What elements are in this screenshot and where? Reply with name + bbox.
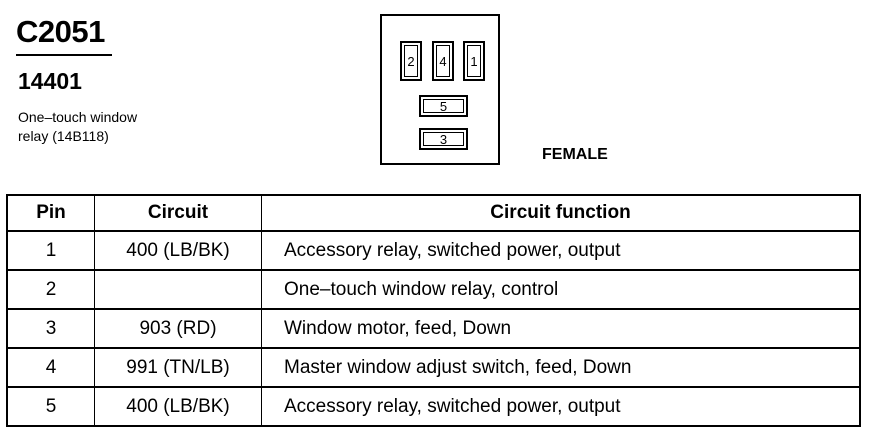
pin-cavity-3: 3: [419, 128, 468, 150]
cell-pin: 2: [6, 269, 95, 310]
connector-face-diagram: 2 4 1 5 3: [380, 14, 500, 165]
header-pin: Pin: [6, 194, 95, 232]
description-line-1: One–touch window: [18, 109, 138, 125]
header-function: Circuit function: [261, 194, 861, 232]
cell-function: One–touch window relay, control: [261, 269, 861, 310]
pin-label-2: 2: [407, 53, 415, 69]
connector-id: C2051: [16, 14, 105, 49]
part-number: 14401: [18, 68, 82, 94]
cell-circuit: 991 (TN/LB): [94, 347, 262, 388]
table-row: 2 One–touch window relay, control: [6, 269, 861, 310]
connector-description: One–touch window relay (14B118): [18, 108, 188, 146]
pin-label-1: 1: [470, 53, 478, 69]
table-row: 1 400 (LB/BK) Accessory relay, switched …: [6, 230, 861, 271]
cell-circuit: 400 (LB/BK): [94, 386, 262, 427]
cell-circuit: 903 (RD): [94, 308, 262, 349]
pinout-table: Pin Circuit Circuit function 1 400 (LB/B…: [6, 194, 861, 427]
table-row: 5 400 (LB/BK) Accessory relay, switched …: [6, 386, 861, 427]
title-underline: [16, 54, 112, 56]
header-circuit: Circuit: [94, 194, 262, 232]
pin-cavity-2: 2: [400, 41, 422, 81]
pin-label-4: 4: [439, 53, 447, 69]
pin-cavity-1: 1: [463, 41, 485, 81]
table-header-row: Pin Circuit Circuit function: [6, 194, 861, 232]
cell-pin: 1: [6, 230, 95, 271]
cell-function: Accessory relay, switched power, output: [261, 230, 861, 271]
cell-circuit: 400 (LB/BK): [94, 230, 262, 271]
description-line-2: relay (14B118): [18, 128, 109, 144]
table-row: 4 991 (TN/LB) Master window adjust switc…: [6, 347, 861, 388]
cell-function: Master window adjust switch, feed, Down: [261, 347, 861, 388]
pin-cavity-5: 5: [419, 95, 468, 117]
connector-gender: FEMALE: [542, 146, 608, 163]
cell-function: Accessory relay, switched power, output: [261, 386, 861, 427]
pin-label-3: 3: [439, 131, 448, 147]
pin-label-5: 5: [439, 98, 448, 114]
cell-pin: 3: [6, 308, 95, 349]
cell-function: Window motor, feed, Down: [261, 308, 861, 349]
cell-pin: 5: [6, 386, 95, 427]
cell-pin: 4: [6, 347, 95, 388]
cell-circuit: [94, 269, 262, 310]
pin-cavity-4: 4: [432, 41, 454, 81]
table-row: 3 903 (RD) Window motor, feed, Down: [6, 308, 861, 349]
